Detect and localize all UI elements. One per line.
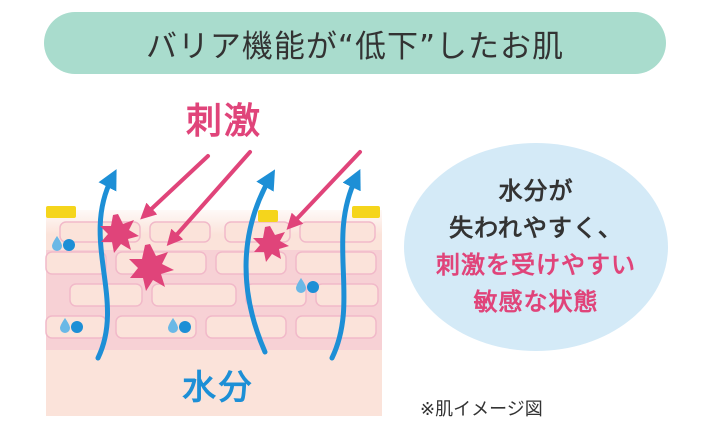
- sebum-block: [46, 206, 76, 218]
- water-drop-icon: [168, 318, 191, 333]
- skin-cell: [151, 283, 237, 307]
- arrow-up-icon: [95, 169, 117, 361]
- arrow-up-icon: [329, 168, 361, 361]
- arrow-down-left-icon: [166, 150, 252, 246]
- arrow-up-icon: [243, 169, 275, 355]
- title-banner: バリア機能が“低下”したお肌: [44, 12, 666, 74]
- water-drops: [52, 236, 319, 333]
- skin-cell: [315, 283, 379, 307]
- info-line-highlight: 敏感な状態: [473, 288, 599, 316]
- info-line: 水分が: [498, 177, 574, 205]
- water-label: 水分: [182, 368, 254, 408]
- stimulus-arrows: [140, 150, 362, 246]
- info-line-highlight: 刺激を受けやすい: [436, 251, 636, 279]
- water-drop-icon: [52, 236, 75, 251]
- info-bubble: 水分が 失われやすく、 刺激を受けやすい 敏感な状態: [404, 143, 668, 351]
- sebum-blocks: [46, 206, 380, 222]
- stimulus-star-icon: [129, 244, 174, 291]
- arrow-down-left-icon: [286, 150, 362, 230]
- skin-cell: [295, 251, 377, 275]
- image-note: ※肌イメージ図: [420, 399, 543, 420]
- water-drop-icon: [60, 318, 83, 333]
- water-drop-icon: [296, 278, 319, 293]
- arrow-down-left-icon: [140, 154, 210, 220]
- skin-cell: [45, 251, 107, 275]
- skin-cell: [115, 315, 197, 339]
- info-line: 失われやすく、: [449, 214, 623, 242]
- page-title: バリア機能が“低下”したお肌: [145, 28, 565, 65]
- sebum-block: [258, 210, 278, 222]
- stimulus-star-icon: [253, 226, 289, 262]
- skin-cell: [205, 315, 287, 339]
- stimulus-star-icon: [100, 214, 139, 253]
- sebum-block: [352, 206, 380, 218]
- water-arrows: [95, 168, 361, 361]
- stimulus-stars: [100, 214, 289, 291]
- skin-cell: [295, 315, 377, 339]
- stimulus-label: 刺激: [185, 101, 262, 142]
- skin-cell: [299, 221, 376, 243]
